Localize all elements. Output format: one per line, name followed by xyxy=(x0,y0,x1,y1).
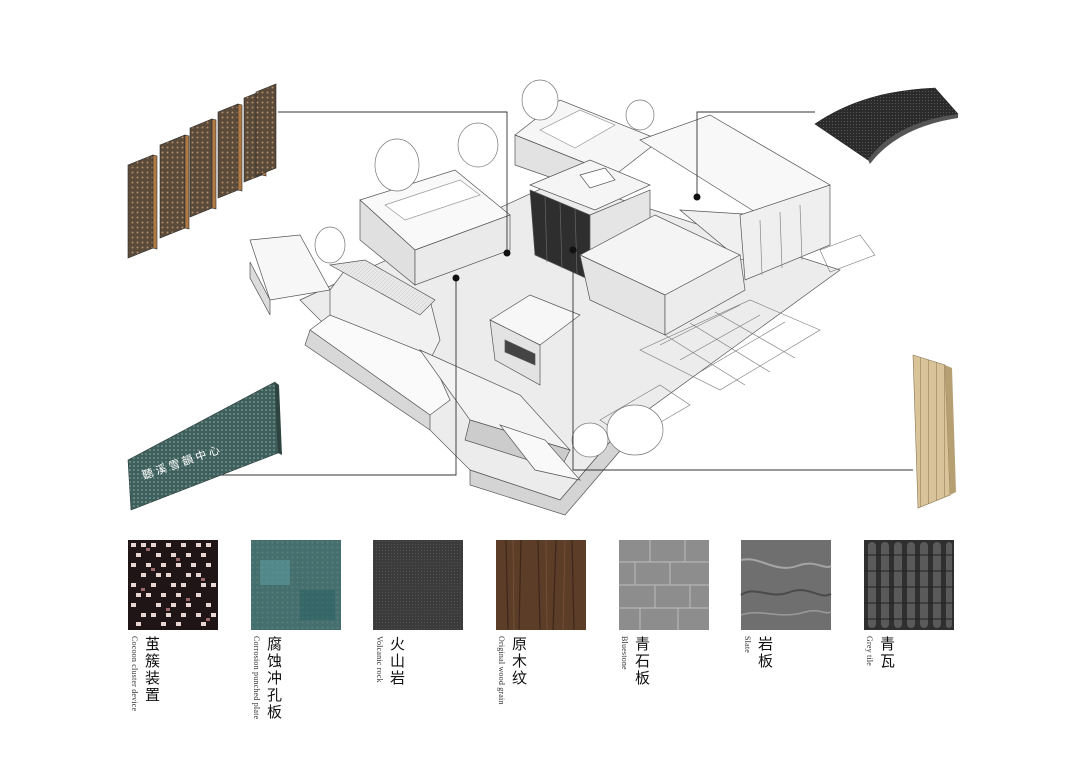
leader-dot-roof xyxy=(693,193,701,201)
building-axonometric xyxy=(249,79,876,516)
perforated-sign-vignette xyxy=(127,381,282,511)
perforated-plate-swatch xyxy=(251,540,341,630)
roof-mesh-vignette xyxy=(814,87,959,164)
grey-tile-swatch xyxy=(864,540,954,630)
caption-zh-bluestone: 青石板 xyxy=(633,636,651,687)
leader-lines xyxy=(205,111,913,476)
slate-swatch xyxy=(740,540,832,630)
caption-zh-slate: 岩板 xyxy=(756,636,774,670)
caption-en-cocoon: Cocoon cluster device xyxy=(130,636,139,712)
leader-dot-cocoon xyxy=(503,249,511,257)
material-swatches xyxy=(128,539,954,631)
wood-panel-vignette xyxy=(912,354,956,509)
caption-en-tile: Grey tile xyxy=(865,636,874,667)
caption-zh-wood: 原木纹 xyxy=(510,636,528,687)
cocoon-screen-vignette xyxy=(127,83,277,259)
caption-zh-corrosion: 腐蚀冲孔板 xyxy=(265,636,283,721)
leader-dots xyxy=(452,193,701,282)
volcanic-rock-swatch xyxy=(373,540,463,630)
caption-en-bluestone: Bluestone xyxy=(620,636,629,670)
caption-zh-tile: 青瓦 xyxy=(878,636,896,670)
caption-en-slate: Slate xyxy=(743,636,752,653)
bluestone-swatch xyxy=(619,540,709,630)
caption-en-volcanic: Volcanic rock xyxy=(375,636,384,683)
caption-zh-volcanic: 火山岩 xyxy=(388,636,406,687)
caption-en-corrosion: Corrosion punched plate xyxy=(252,636,261,720)
leader-dot-wood xyxy=(569,246,577,254)
caption-zh-cocoon: 茧簇装置 xyxy=(143,636,161,704)
wood-grain-swatch xyxy=(496,539,586,631)
leader-dot-sign xyxy=(452,274,460,282)
caption-en-wood: Original wood grain xyxy=(497,636,506,705)
cocoon-grid-swatch xyxy=(128,540,218,630)
